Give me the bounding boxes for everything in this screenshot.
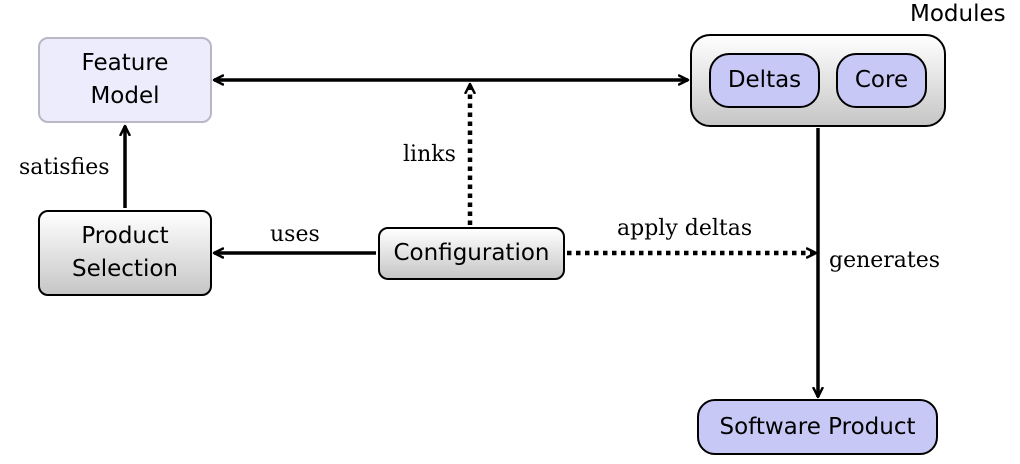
- configuration-label: Configuration: [393, 240, 550, 266]
- configuration-node: Configuration: [378, 227, 565, 280]
- feature-model-node: Feature Model: [38, 37, 212, 123]
- feature-model-label: Feature Model: [81, 50, 169, 109]
- edge-label-uses: uses: [270, 222, 320, 247]
- edge-label-generates: generates: [829, 248, 941, 273]
- deltas-node: Deltas: [709, 53, 820, 108]
- software-product-node: Software Product: [697, 399, 938, 455]
- edge-label-satisfies: satisfies: [19, 155, 110, 180]
- software-product-label: Software Product: [719, 413, 916, 440]
- edge-label-links: links: [403, 142, 456, 167]
- deltas-label: Deltas: [727, 67, 802, 93]
- edge-label-apply-deltas: apply deltas: [617, 216, 753, 241]
- core-label: Core: [854, 67, 909, 93]
- product-selection-label: Product Selection: [72, 223, 178, 282]
- core-node: Core: [836, 53, 927, 108]
- modules-title: Modules: [910, 1, 1006, 27]
- product-selection-node: Product Selection: [38, 210, 212, 296]
